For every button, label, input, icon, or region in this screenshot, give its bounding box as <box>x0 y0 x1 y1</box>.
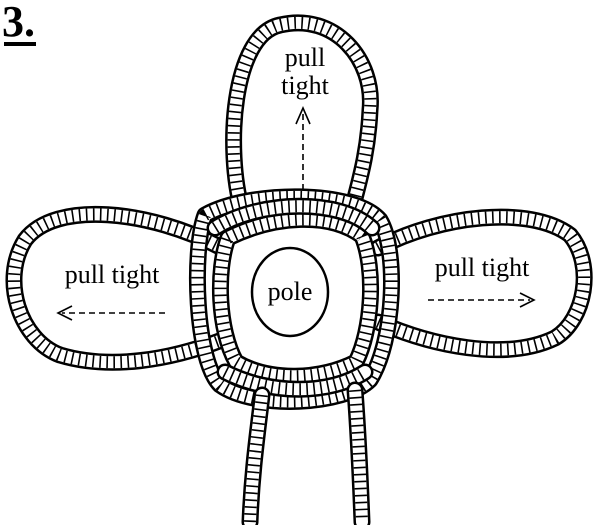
pole: pole <box>252 248 328 336</box>
top-loop-label-line2: tight <box>281 71 329 100</box>
top-loop-annotation: pull tight <box>281 43 329 190</box>
top-loop-label-line1: pull <box>285 43 325 72</box>
left-loop-annotation: pull tight <box>58 260 165 320</box>
rope-tail-right <box>355 390 362 522</box>
right-loop-label: pull tight <box>435 253 530 282</box>
pole-label: pole <box>268 277 313 306</box>
step-number: 3. <box>2 0 35 46</box>
left-loop-label: pull tight <box>65 260 160 289</box>
rope-tail-left <box>250 395 262 522</box>
right-loop-annotation: pull tight <box>428 253 534 307</box>
rope-right-loop <box>378 217 584 350</box>
